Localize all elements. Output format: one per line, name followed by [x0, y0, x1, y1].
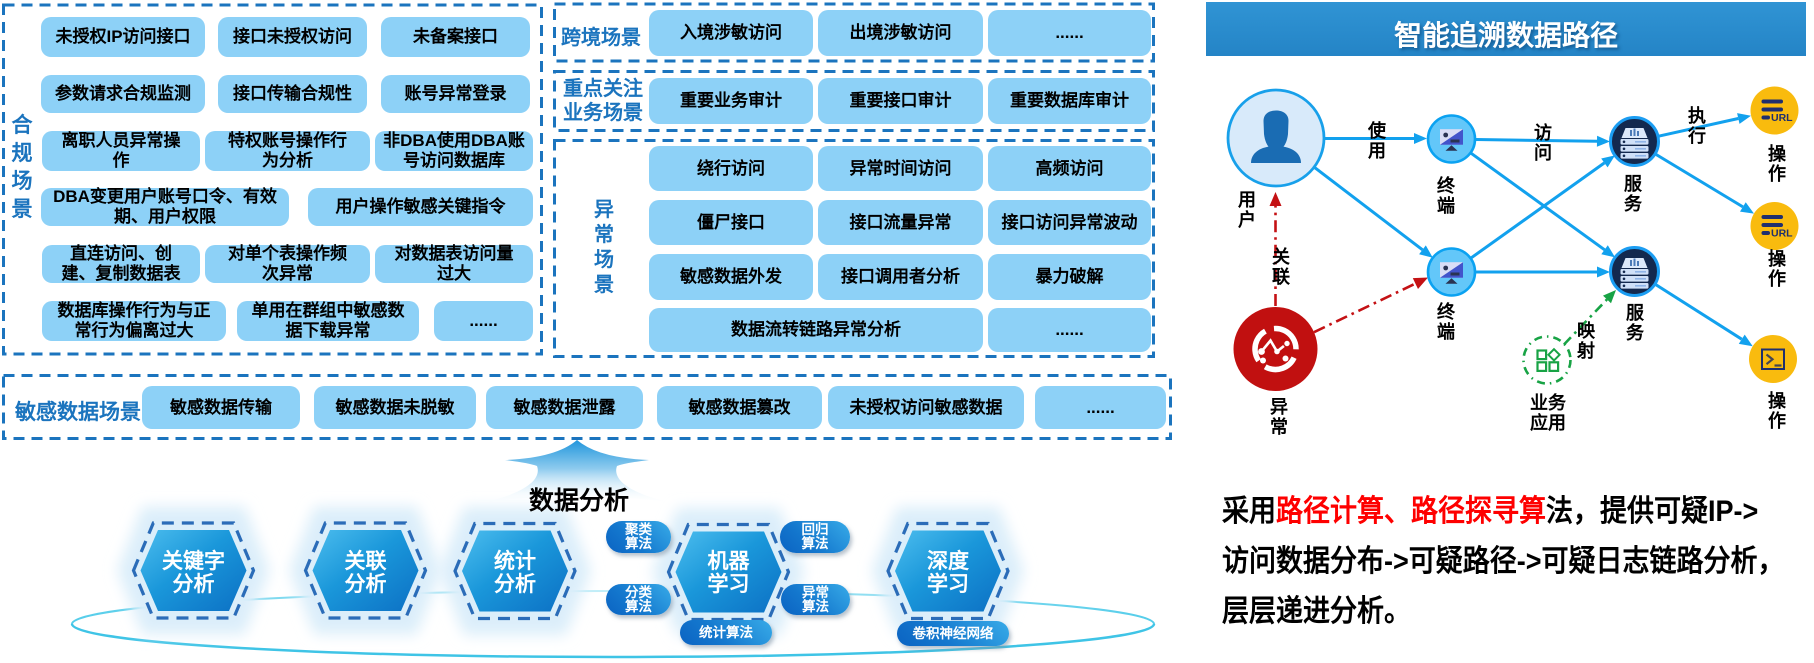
- svg-text:URL: URL: [1771, 112, 1793, 124]
- svg-text:URL: URL: [1771, 228, 1793, 240]
